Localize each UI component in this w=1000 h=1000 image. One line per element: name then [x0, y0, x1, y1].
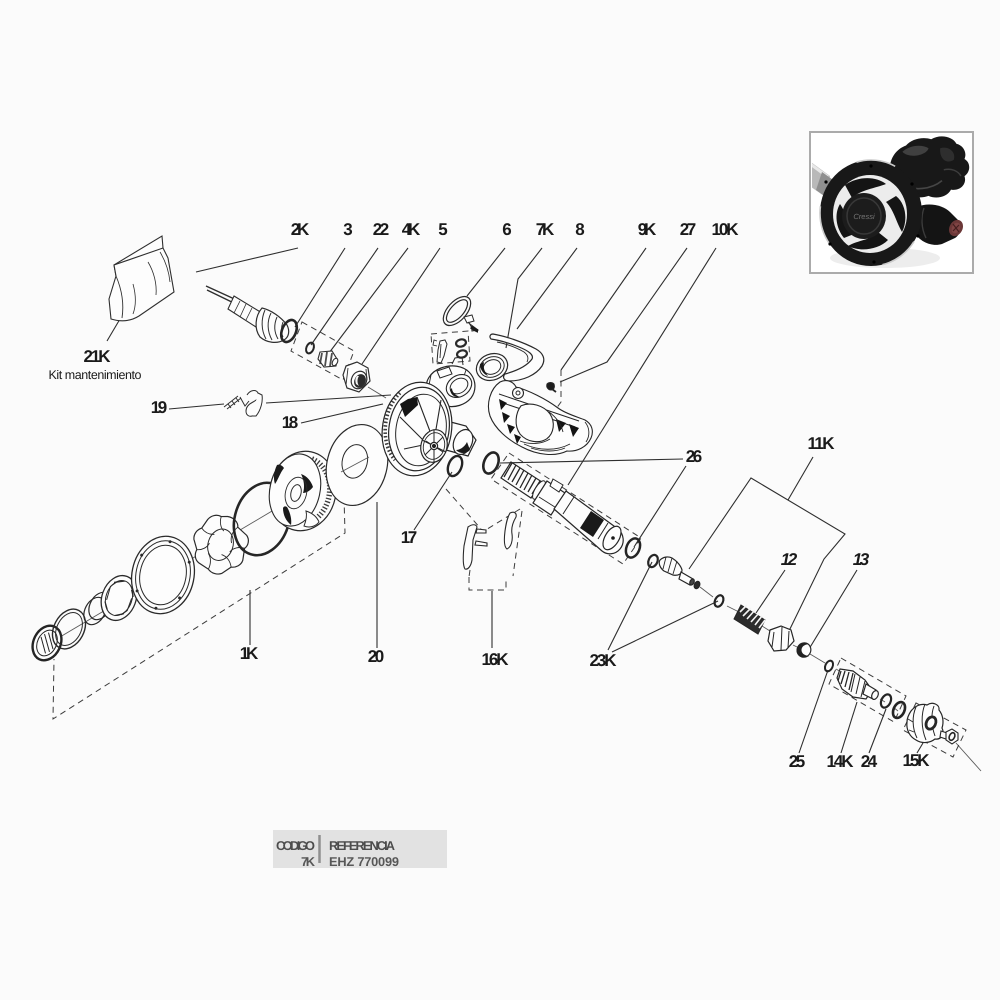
svg-text:5: 5: [438, 220, 447, 239]
svg-text:REFERENCIA: REFERENCIA: [329, 838, 395, 853]
svg-text:23K: 23K: [590, 651, 618, 670]
svg-text:22: 22: [373, 220, 390, 239]
svg-text:18: 18: [282, 413, 299, 432]
svg-text:Kit mantenimiento: Kit mantenimiento: [49, 368, 142, 382]
svg-text:4K: 4K: [402, 220, 421, 239]
svg-text:3: 3: [343, 220, 352, 239]
svg-text:8: 8: [575, 220, 584, 239]
svg-text:26: 26: [686, 447, 703, 466]
svg-text:19: 19: [151, 398, 168, 417]
svg-text:EHZ 770099: EHZ 770099: [329, 854, 399, 869]
svg-text:16K: 16K: [482, 650, 510, 669]
svg-text:21K: 21K: [84, 347, 112, 366]
svg-text:15K: 15K: [903, 751, 931, 770]
svg-text:Cressi: Cressi: [853, 212, 875, 221]
svg-text:12: 12: [781, 550, 798, 569]
svg-text:7K: 7K: [301, 854, 316, 869]
svg-text:1K: 1K: [240, 644, 259, 663]
svg-text:9K: 9K: [638, 220, 657, 239]
svg-text:25: 25: [789, 752, 806, 771]
svg-text:2K: 2K: [291, 220, 310, 239]
svg-text:27: 27: [680, 220, 697, 239]
svg-text:20: 20: [368, 647, 385, 666]
svg-text:14K: 14K: [827, 752, 855, 771]
svg-text:17: 17: [401, 528, 418, 547]
svg-text:24: 24: [861, 752, 878, 771]
svg-text:10K: 10K: [712, 220, 740, 239]
svg-text:7K: 7K: [536, 220, 555, 239]
svg-text:13: 13: [853, 550, 870, 569]
svg-text:CODIGO: CODIGO: [276, 838, 315, 853]
svg-text:11K: 11K: [808, 434, 836, 453]
svg-text:6: 6: [502, 220, 511, 239]
